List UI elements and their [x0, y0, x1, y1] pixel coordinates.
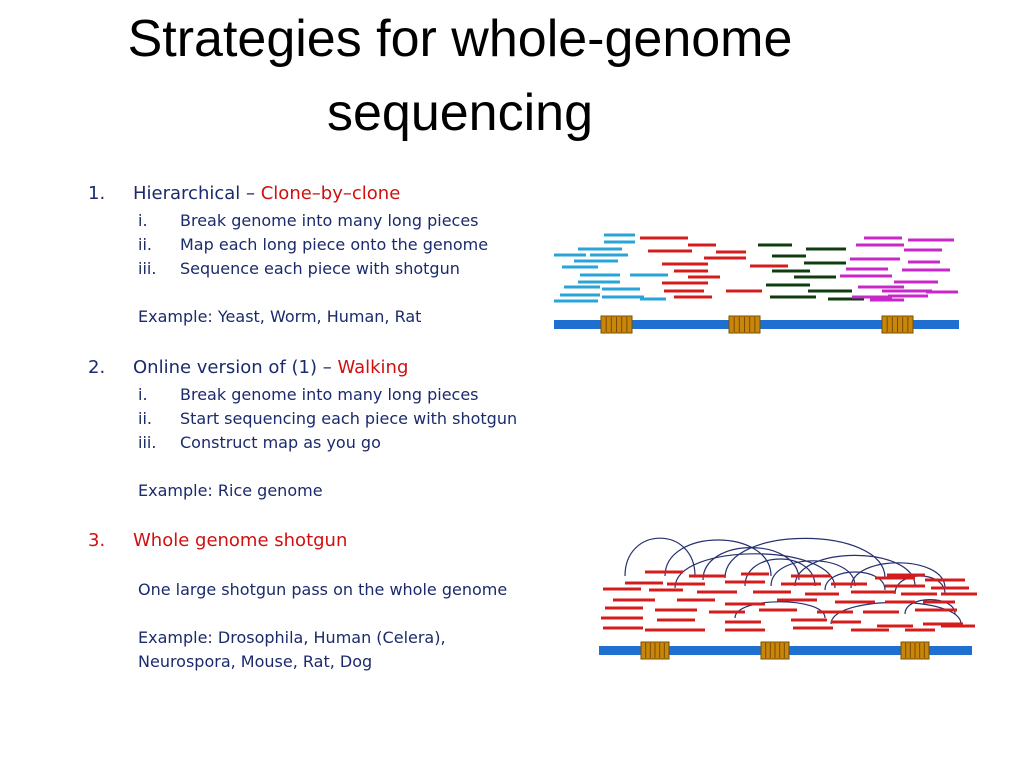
strategy-3-example-line-1: Example: Drosophila, Human (Celera), [138, 628, 446, 647]
strategy-1-number: 1. [88, 183, 106, 204]
strategy-1-step-3: Sequence each piece with shotgun [180, 259, 460, 278]
strategy-2-step-2-number: ii. [138, 409, 152, 428]
mate-pair-arc [794, 554, 916, 587]
strategy-1-step-2-number: ii. [138, 235, 152, 254]
strategy-1-step-1: Break genome into many long pieces [180, 211, 479, 230]
slide-title: Strategies for whole-genome sequencing [0, 2, 920, 150]
strategy-3-example-line-2: Neurospora, Mouse, Rat, Dog [138, 652, 373, 671]
clone-reads-group [554, 233, 958, 303]
whole-genome-shotgun-diagram [599, 537, 977, 660]
strategy-2-number: 2. [88, 357, 106, 378]
strategy-1-highlight: Clone–by–clone [260, 183, 401, 204]
strategy-3-heading: Whole genome shotgun [133, 530, 348, 551]
strategy-2-step-1-number: i. [138, 385, 148, 404]
mate-pair-arc [850, 562, 946, 589]
strategy-2-step-1: Break genome into many long pieces [180, 385, 479, 404]
mate-pair-arc [624, 537, 696, 577]
strategy-1-example: Example: Yeast, Worm, Human, Rat [138, 307, 422, 326]
strategy-1-step-1-number: i. [138, 211, 148, 230]
mate-pair-arc [770, 560, 856, 587]
mate-pair-arc [724, 537, 886, 579]
strategy-1-label: Hierarchical – [133, 183, 261, 204]
strategy-list: 1. Hierarchical – Clone–by–clone i. Brea… [88, 183, 518, 671]
strategy-2-step-3: Construct map as you go [180, 433, 381, 452]
strategy-2-example: Example: Rice genome [138, 481, 323, 500]
strategy-2-highlight: Walking [337, 357, 409, 378]
clone-markers-group [600, 315, 914, 334]
strategy-2-label: Online version of (1) – [133, 357, 338, 378]
clone-by-clone-diagram [554, 233, 959, 334]
strategy-1-step-3-number: iii. [138, 259, 157, 278]
genome-markers-group [640, 641, 930, 660]
shotgun-reads-group [601, 570, 977, 632]
strategy-3-description: One large shotgun pass on the whole geno… [138, 580, 508, 599]
title-line-1: Strategies for whole-genome [127, 10, 793, 68]
strategy-1-step-2: Map each long piece onto the genome [180, 235, 489, 254]
mate-pair-arc [824, 571, 886, 591]
title-line-2: sequencing [327, 84, 593, 142]
strategy-2-heading: Online version of (1) – Walking [133, 357, 408, 378]
strategy-3-number: 3. [88, 530, 106, 551]
strategy-2-step-3-number: iii. [138, 433, 157, 452]
strategy-1-heading: Hierarchical – Clone–by–clone [133, 183, 400, 204]
strategy-2-step-2: Start sequencing each piece with shotgun [180, 409, 518, 428]
